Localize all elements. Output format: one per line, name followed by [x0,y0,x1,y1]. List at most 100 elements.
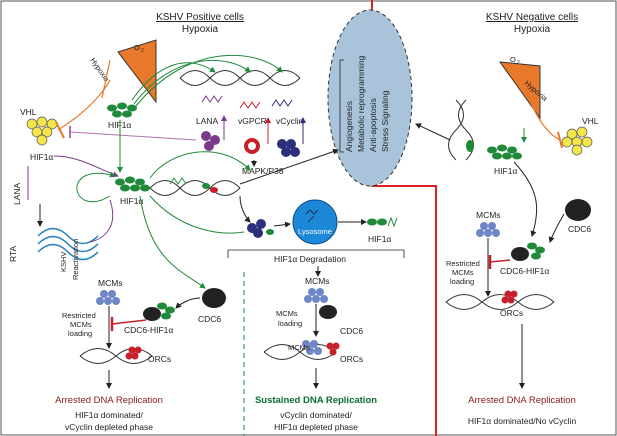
right-restricted-3: loading [450,277,474,286]
to-oval-arrow-right [415,123,451,141]
outcome-item-anti-apoptosis: Anti-apoptosis [368,98,378,152]
left-cdc6-hif-label: CDC6-HIF1α [124,325,173,335]
mid-phase-2: HIF1α depleted phase [274,422,358,432]
left-cdc6-label: CDC6 [198,314,221,324]
vcyclin-protein: vCyclin [276,116,304,157]
degradation-label: HIF1α Degradation [274,254,346,264]
hif-to-dna-arrow-2 [133,59,251,105]
right-vhl-label: VHL [582,116,599,126]
mid-cdc6-label: CDC6 [340,326,363,336]
right-vhl-cluster: VHL [561,116,599,156]
mid-mcm-onorc-label: MCMs [288,343,310,352]
right-mcms-label: MCMs [476,210,501,220]
vcyclin-label: vCyclin [276,116,304,126]
mid-mcms-label: MCMs [305,276,330,286]
hif-deg-label: HIF1α [368,234,391,244]
left-vhl-cluster: VHL [20,107,58,146]
lana-hif-arrow [53,155,119,178]
left-restricted-1: Restricted [62,311,96,320]
mid-dna-orc [263,344,337,360]
left-o2-sub: 2 [141,48,144,54]
left-outcome: Arrested DNA Replication [55,395,163,406]
left-o2-label: O [134,43,140,52]
left-hif-top: HIF1α [107,102,137,130]
mid-cdc6: CDC6 [319,305,363,336]
left-orcs-label: ORCs [148,354,171,364]
mid-loading-1: MCMs [276,309,298,318]
right-hypoxia: O 2 Hypoxia [498,55,550,120]
reactivation-label: Reactivation [71,239,80,280]
right-mcms: MCMs [476,210,501,237]
vgpcr-label: vGPCR [238,116,267,126]
left-phase-2: vCyclin depleted phase [65,422,153,432]
right-header: KSHV Negative cells [486,12,578,23]
mid-mcms: MCMs [304,276,330,303]
kshv-label: KSHV [59,252,68,272]
right-dna-helix [448,99,474,161]
hif-center-cluster: HIF1α [115,176,150,206]
right-hif: HIF1α [466,140,522,176]
left-hypoxia: O 2 Hypoxia [88,39,157,104]
left-mcms-label: MCMs [98,278,123,288]
right-orcs-label: ORCs [500,308,523,318]
mid-loading-2: loading [278,319,302,328]
lana-transcript [201,95,223,103]
vgpcr-transcript [239,101,261,109]
left-restricted-3: loading [68,329,92,338]
right-outcome: Arrested DNA Replication [468,395,576,406]
vgpcr-protein: vGPCR [238,116,267,154]
rta-label: RTA [8,245,18,262]
mid-orcs-label: ORCs [340,354,363,364]
kshv-episome [37,227,99,261]
vcyclin-complex-mid [247,219,274,238]
vcyclin-transcript [271,99,293,107]
top-dna-helix [179,70,301,86]
lysosome-label: Lysosome [298,227,332,236]
outcome-item-angiogenesis: Angiogenesis [344,101,354,152]
right-cdc6-hif-label: CDC6-HIF1α [500,266,549,276]
left-header: KSHV Positive cells [156,12,244,23]
lana-side-label: LANA [12,182,22,205]
right-dna-orc [445,294,555,310]
outcomes-list: Angiogenesis Metabolic reprogramming Ant… [339,55,390,153]
left-mcms: MCMs [96,278,123,305]
left-orcs: ORCs [125,346,171,364]
mid-phase-1: vCyclin dominated/ [280,410,352,420]
right-restricted-1: Restricted [446,259,480,268]
right-orcs: ORCs [500,290,523,318]
left-subheader: Hypoxia [182,24,219,35]
degraded-hif: HIF1α [367,216,398,244]
mid-mcm-on-orc: MCMs ORCs [288,340,363,364]
left-vhl-label: VHL [20,107,37,117]
hif-side-label: HIF1α [30,152,53,162]
lysosome [292,199,338,245]
middle-dna-helix [149,180,241,196]
lana-inhibit-vhl [69,131,197,141]
hif-center-label: HIF1α [120,196,143,206]
left-cdc6-hif: CDC6-HIF1α [124,302,175,335]
left-dna-orc [79,348,153,364]
left-o2-wedge [117,39,157,104]
hif-to-dna-arrow-3 [135,54,283,107]
right-o2-wedge [498,61,541,120]
mapk-label: MAPK/P38 [242,166,284,176]
left-cdc6: CDC6 [198,288,226,324]
right-o2-label: O [510,55,516,64]
lana-mid-label: LANA [196,116,219,126]
right-cdc6-label: CDC6 [568,224,591,234]
right-subheader: Hypoxia [514,24,551,35]
lana-protein: LANA [196,116,220,151]
hif-to-dna-arrow-1 [131,62,216,101]
outcome-bracket [339,59,344,153]
left-phase-1: HIF1α dominated/ [75,410,143,420]
right-o2-sub: 2 [517,60,520,66]
to-oval-arrow-left [239,148,339,185]
hif-loop-arrow [149,151,251,179]
right-restricted-2: MCMs [452,268,474,277]
left-hypoxia-inhibit-vhl [57,79,111,131]
outcome-item-metabolic: Metabolic reprogramming [356,55,366,152]
outcomes-oval [327,9,413,187]
right-cdc6: CDC6 [565,199,591,234]
left-restricted-2: MCMs [70,320,92,329]
